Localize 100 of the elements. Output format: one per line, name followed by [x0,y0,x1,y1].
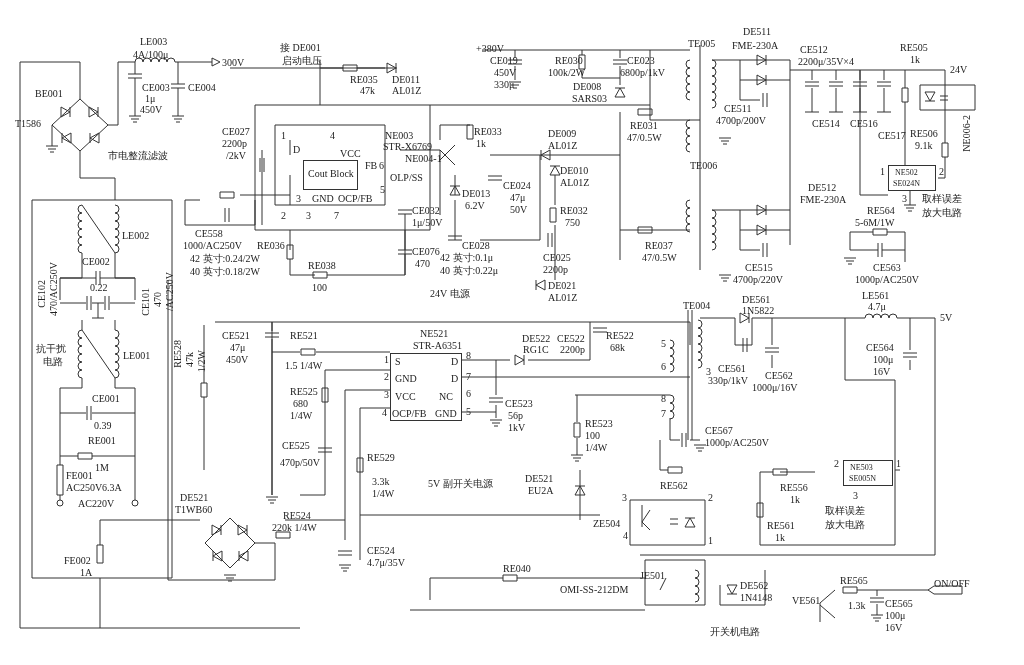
component-label: RE035 [350,74,378,85]
ic-chip [888,165,936,191]
component-label: CE001 [92,393,120,404]
component-value: 450V [494,67,517,78]
component-label: CE003 [142,82,170,93]
block-label: Cout Block [308,168,354,179]
component-label: JE501 [640,570,665,581]
component-value: 2200p [560,344,585,355]
component-value: 1000p/AC250V [705,437,769,448]
component-label: RE040 [503,563,531,574]
pin-name: OCP/FB [392,408,427,419]
component-label: ZE504 [593,518,621,529]
component-label: CE562 [765,370,793,381]
pin-number: 6 [379,160,384,171]
component-value: 1.3k [848,600,866,611]
pin-number: 3 [306,210,311,221]
component-label: CE516 [850,118,878,129]
component-value: 450V [226,354,249,365]
component-label: RE524 [283,510,311,521]
component-value: 16V [885,622,903,633]
component-label: CE101 [140,288,151,316]
component-value: 1000p/AC250V [855,274,919,285]
component-label: BE001 [35,88,63,99]
component-label: RE565 [840,575,868,586]
component-label: RE030 [555,55,583,66]
section-title: 启动电压 [282,55,322,66]
component-label: T1586 [15,118,42,129]
component-value: 6.2V [465,200,485,211]
pin-number: 3 [622,492,627,503]
component-label: CE028 [462,240,490,251]
component-value: 1k [790,494,800,505]
component-value: 47/0.5W [627,132,662,143]
component-label: CE025 [543,252,571,263]
component-value: 4.7μ [868,301,886,312]
pin-name: OLP/SS [390,172,423,183]
section-title: 接 DE001 [280,42,321,53]
component-value: 47μ [230,342,246,353]
component-label: NE004-1 [405,153,442,164]
component-label: RE525 [290,386,318,397]
pin-number: 1 [281,130,286,141]
component-value: 2200p [543,264,568,275]
part-number: NE503 [850,463,873,472]
component-label: CE023 [627,55,655,66]
part-number: SE005N [849,474,877,483]
component-label: CE525 [282,440,310,451]
component-value: 2200p [222,138,247,149]
component-label: CE561 [718,363,746,374]
component-value: 56p [508,410,523,421]
component-label: RE037 [645,240,673,251]
component-label: TE004 [683,300,711,311]
component-value: AL01Z [548,292,578,303]
component-label: DE521 [525,473,554,484]
component-value: RG1C [523,344,549,355]
component-label: RE564 [867,205,895,216]
component-value: 40 英寸:0.22μ [440,265,499,276]
component-value: 1M [95,462,109,473]
component-value: 1k [476,138,486,149]
component-label: LE003 [140,36,168,47]
component-value: 100 [312,282,327,293]
component-label: CE564 [866,342,894,353]
component-value: 47k [360,85,375,96]
component-label: DE010 [560,165,589,176]
pin-number: 1 [708,535,713,546]
component-label: RE562 [660,480,688,491]
component-value: 47k [184,352,195,367]
component-label: FE001 [66,470,93,481]
component-label: CE002 [82,256,110,267]
pin-number: 7 [661,408,666,419]
component-label: RE561 [767,520,795,531]
pin-number: 7 [334,210,339,221]
component-value: 1.5 1/4W [285,360,323,371]
component-value: 0.39 [94,420,112,431]
component-value: 47μ [510,192,526,203]
component-label: RE036 [257,240,285,251]
component-label: RE038 [308,260,336,271]
component-label: RE506 [910,128,938,139]
component-value: 1/4W [372,488,395,499]
component-value: 470 [415,258,430,269]
component-value: 47/0.5W [642,252,677,263]
component-label: RE001 [88,435,116,446]
component-value: 6800p/1kV [620,67,665,78]
component-value: 68k [610,342,625,353]
component-label: LE002 [122,230,150,241]
component-value: 4700p/220V [733,274,783,285]
component-value: 470p/50V [280,457,320,468]
component-value: 1kV [508,422,526,433]
part-number: SE024N [893,179,921,188]
component-label: DE562 [740,580,769,591]
component-value: 4A/100μ [133,49,169,60]
component-value: 450V [140,104,163,115]
component-label: CE558 [195,228,223,239]
component-value: AC220V [78,498,115,509]
component-label: CE563 [873,262,901,273]
component-label: RE522 [606,330,634,341]
ic-chip [843,460,893,486]
component-value: AL01Z [548,140,578,151]
component-label: CE567 [705,425,733,436]
component-label: NE521 [420,328,449,339]
component-value: 1N5822 [742,305,775,316]
component-label: CE512 [800,44,828,55]
